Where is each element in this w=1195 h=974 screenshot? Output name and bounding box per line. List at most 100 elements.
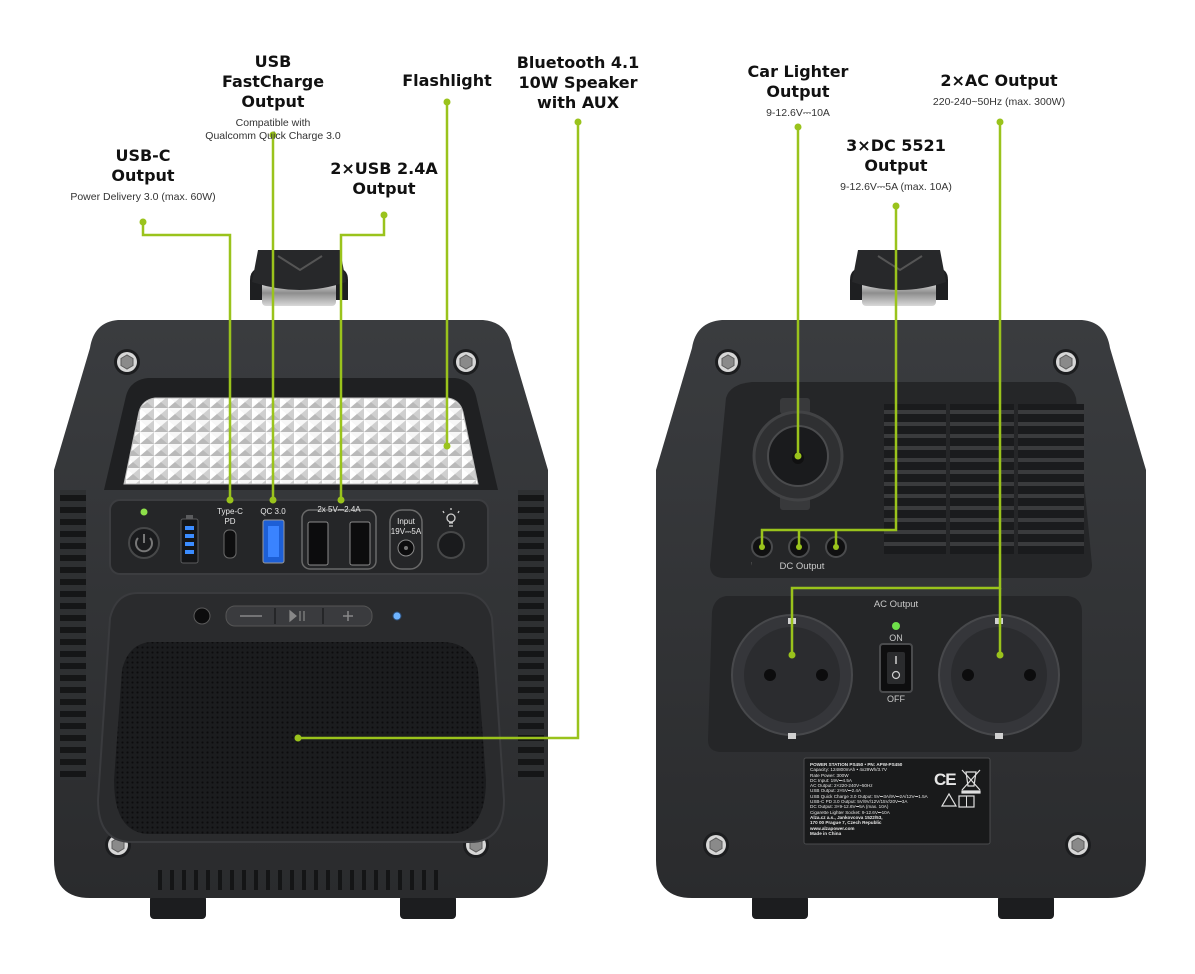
play-pause-icon — [289, 609, 305, 623]
callout-subtitle: 220-240~50Hz (max. 300W) — [932, 96, 1066, 108]
spec-line: Capacity: 124800mAh • 4x29Wh/3.7V — [810, 767, 887, 773]
flashlight-button — [437, 531, 465, 559]
spec-line: www.alzapower.com — [810, 825, 855, 831]
rear-foot-left — [752, 895, 808, 919]
leader-speaker — [298, 122, 580, 740]
spec-line: Rate Power: 300W — [810, 772, 849, 778]
spec-line: USB Quick Charge 3.0 Output: 5V⎓3A/9V⎓2A… — [810, 793, 928, 799]
spec-line: USB-C PD 3.0 Output: 5V/9V/12V/15V/20V⎓3… — [810, 799, 908, 805]
callout-title: 3×DC 5521 — [846, 136, 946, 155]
screw-icon — [452, 348, 480, 376]
callout-usb-c: USB-C Output Power Delivery 3.0 (max. 60… — [50, 146, 236, 204]
callout-car-lighter: Car Lighter Output 9-12.6V⎓10A — [738, 62, 858, 120]
spec-line: DC Output: 3×9-12.6V⎓5A (max. 10A) — [810, 804, 889, 810]
input-spec-line: 19V⎓5A — [390, 527, 422, 536]
callout-title: Car Lighter — [747, 62, 849, 81]
spec-line: POWER STATION PS450 • PN: APW-PS450 — [810, 762, 903, 767]
front-unit — [54, 250, 548, 919]
flashlight-lens — [123, 397, 479, 485]
callout-usb-fastcharge: USB FastCharge Output Compatible with Qu… — [188, 52, 358, 143]
aux-jack — [193, 607, 211, 625]
callout-title: 2×USB 2.4A — [330, 159, 438, 178]
leader-usb-c — [141, 222, 232, 500]
spec-line: USB Output: 2×5V⎓2.4A — [810, 788, 862, 794]
ac-output-label: AC Output — [873, 599, 919, 610]
lightbulb-icon — [442, 508, 460, 527]
input-label-line: Input — [397, 517, 415, 526]
rear-unit — [656, 250, 1146, 919]
type-c-port-label: Type-C PD — [210, 507, 250, 527]
switch-off-label: OFF — [887, 694, 905, 704]
usb-port-1 — [307, 521, 329, 566]
callout-usb-24a: 2×USB 2.4A Output — [314, 159, 454, 199]
spec-label-plate — [803, 757, 991, 845]
leader-ac — [790, 122, 1002, 655]
screw-icon — [702, 831, 730, 859]
callout-leader-lines — [141, 102, 1002, 740]
qc-port-label: QC 3.0 — [260, 507, 286, 516]
spec-label-text: POWER STATION PS450 • PN: APW-PS450 Capa… — [810, 762, 948, 836]
spec-line: Made in China — [810, 830, 842, 836]
ac-socket-right — [938, 614, 1060, 739]
weee-icon — [961, 769, 981, 794]
callout-title: Output — [241, 92, 305, 111]
callout-dc5521: 3×DC 5521 Output 9-12.6V⎓5A (max. 10A) — [826, 136, 966, 194]
front-handle-knob — [250, 250, 348, 306]
callout-speaker: Bluetooth 4.1 10W Speaker with AUX — [508, 53, 648, 113]
speaker-buttons — [225, 605, 373, 627]
power-led-icon — [140, 508, 148, 516]
power-icon — [135, 537, 153, 553]
input-port-label: Input 19V⎓5A — [388, 517, 424, 537]
callout-ac: 2×AC Output 220-240~50Hz (max. 300W) — [916, 71, 1082, 109]
callout-title: USB-C — [115, 146, 171, 165]
warning-icon — [940, 792, 958, 807]
rear-handle-knob — [850, 250, 948, 306]
leader-usb-24a — [339, 215, 386, 500]
front-vent-left — [60, 490, 86, 780]
screw-icon — [714, 348, 742, 376]
ce-mark-icon: CE — [934, 770, 957, 789]
pd-label-line: PD — [224, 517, 236, 526]
front-vent-bottom — [158, 870, 438, 890]
usb-c-port — [223, 529, 237, 559]
front-vent-right — [518, 490, 544, 780]
screw-icon — [1064, 831, 1092, 859]
callout-title: USB — [254, 52, 292, 71]
spec-line: DC Input: 19V⎓4.5A — [810, 777, 852, 783]
callout-title: Output — [864, 156, 928, 175]
callout-subtitle: Power Delivery 3.0 (max. 60W) — [70, 191, 216, 203]
leader-dc — [760, 206, 898, 545]
callout-flashlight: Flashlight — [392, 71, 502, 91]
rear-foot-right — [998, 895, 1054, 919]
callout-subtitle: Compatible with — [235, 117, 311, 129]
dc-output-label: DC Output — [752, 562, 852, 572]
callout-subtitle: 9-12.6V⎓5A (max. 10A) — [840, 181, 952, 193]
callout-subtitle: 9-12.6V⎓10A — [766, 107, 830, 119]
spec-line: AC Output: 2×220-240V~50Hz — [810, 783, 873, 789]
type-c-label-line: Type-C — [217, 507, 243, 516]
callout-title: Bluetooth 4.1 — [516, 53, 640, 72]
spec-line: Cigarette Lighter Socket: 9-12.6V⎓10A — [810, 809, 890, 815]
spec-line: Alza.cz a.s., Jankovcova 1522/53, — [810, 814, 883, 820]
callout-title: Output — [111, 166, 175, 185]
callout-dots — [139, 98, 1004, 742]
callout-title: FastCharge — [221, 72, 325, 91]
front-control-panel — [109, 499, 489, 575]
callout-title: 10W Speaker — [518, 73, 638, 92]
rear-vent-grille — [884, 404, 1084, 554]
plus-icon — [343, 611, 353, 621]
callout-title: Flashlight — [402, 71, 492, 90]
usb-port-2 — [349, 521, 371, 566]
usb-2x-port-label: 2x 5V⎓2.4A — [317, 505, 361, 514]
ac-led-icon — [892, 622, 900, 630]
screw-icon — [1052, 348, 1080, 376]
callout-subtitle: Qualcomm Quick Charge 3.0 — [205, 130, 341, 142]
bluetooth-led-icon — [392, 611, 402, 621]
callout-title: Output — [766, 82, 830, 101]
front-foot-left — [150, 895, 206, 919]
screw-icon — [113, 348, 141, 376]
callout-title: Output — [352, 179, 416, 198]
callout-title: with AUX — [536, 93, 620, 112]
switch-on-label: ON — [889, 633, 903, 643]
